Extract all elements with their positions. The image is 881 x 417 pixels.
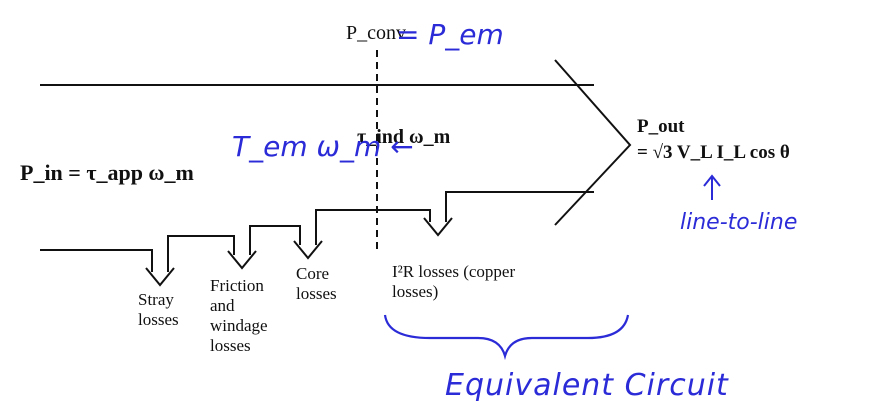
hand-up-arrow bbox=[703, 174, 721, 200]
stray-losses-label: Stray losses bbox=[138, 290, 179, 329]
p-conv-label: P_conv bbox=[346, 22, 406, 44]
friction-loss-arrow bbox=[227, 250, 257, 270]
p-in-label: P_in = τ_app ω_m bbox=[20, 160, 194, 185]
copper-loss-arrow bbox=[423, 217, 453, 237]
p-out-formula: = √3 V_L I_L cos θ bbox=[637, 142, 790, 163]
flow-arrowhead bbox=[554, 59, 632, 226]
core-losses-label: Core losses bbox=[296, 264, 337, 303]
pem-annotation: = P_em bbox=[396, 18, 504, 51]
core-loss-arrow bbox=[293, 240, 323, 260]
line-to-line-annotation: line-to-line bbox=[680, 210, 798, 235]
friction-windage-losses-label: Friction and windage losses bbox=[210, 276, 268, 355]
copper-losses-label: I²R losses (copper losses) bbox=[392, 262, 516, 301]
tem-annotation: T_em ω_m ← bbox=[232, 130, 414, 163]
flow-bottom-edge bbox=[40, 191, 594, 272]
p-out-label: P_out = √3 V_L I_L cos θ bbox=[637, 114, 790, 166]
stray-loss-arrow bbox=[145, 267, 175, 287]
equivalent-circuit-brace bbox=[383, 314, 630, 361]
equivalent-circuit-annotation: Equivalent Circuit bbox=[445, 368, 729, 403]
p-out-title: P_out bbox=[637, 116, 685, 137]
tau-ind-label: τ_ind ω_m bbox=[357, 126, 451, 148]
